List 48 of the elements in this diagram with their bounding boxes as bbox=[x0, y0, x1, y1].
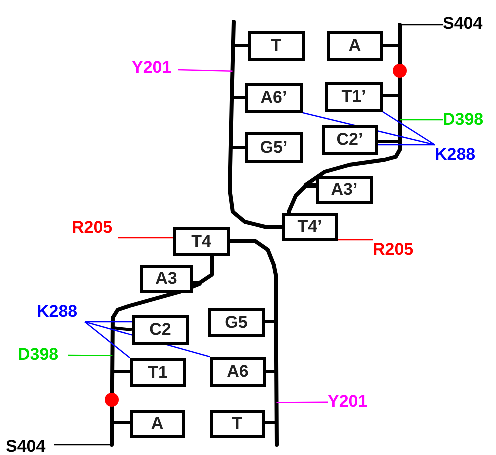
leader-line bbox=[118, 237, 173, 239]
base-box: T4 bbox=[173, 227, 230, 256]
base-box: A bbox=[327, 31, 383, 61]
base-box: T4’ bbox=[282, 213, 338, 241]
base-box: A bbox=[130, 410, 185, 438]
leader-line bbox=[400, 24, 443, 26]
residue-label: D398 bbox=[18, 345, 59, 365]
residue-label: K288 bbox=[435, 145, 476, 165]
residue-label: Y201 bbox=[328, 392, 368, 412]
strand-backbone bbox=[287, 184, 316, 214]
base-box: A6 bbox=[210, 357, 266, 387]
residue-label: R205 bbox=[72, 218, 113, 238]
strand-backbone bbox=[230, 239, 278, 276]
leader-line bbox=[54, 444, 112, 446]
leader-line bbox=[276, 402, 328, 404]
base-box: C2’ bbox=[322, 125, 378, 155]
base-box: C2 bbox=[132, 315, 189, 345]
residue-label: R205 bbox=[373, 240, 414, 260]
leader-line bbox=[378, 144, 435, 146]
dna-strand bbox=[110, 316, 132, 447]
leader-line bbox=[400, 119, 443, 121]
leader-line bbox=[338, 239, 373, 241]
strand-backbone bbox=[111, 282, 202, 320]
base-box: T1’ bbox=[325, 82, 383, 112]
residue-label: Y201 bbox=[132, 58, 172, 78]
leader-line bbox=[178, 69, 233, 72]
dna-strand bbox=[228, 20, 248, 192]
residue-label: K288 bbox=[37, 302, 78, 322]
strand-backbone bbox=[228, 190, 282, 229]
residue-label: D398 bbox=[443, 110, 484, 130]
base-box: A3 bbox=[140, 265, 193, 293]
residue-label: S404 bbox=[443, 14, 483, 34]
dna-strand bbox=[265, 273, 279, 447]
strand-backbone bbox=[193, 256, 214, 285]
base-box: A6’ bbox=[245, 83, 303, 113]
base-box: G5 bbox=[208, 308, 265, 337]
leader-line bbox=[382, 111, 436, 146]
dna-strand bbox=[378, 23, 402, 152]
residue-label: S404 bbox=[6, 437, 46, 455]
strand-backbone bbox=[304, 149, 402, 187]
leader-line bbox=[85, 321, 132, 323]
base-box: A3’ bbox=[316, 176, 373, 204]
base-box: T bbox=[210, 410, 265, 438]
base-box: G5’ bbox=[245, 132, 303, 163]
base-box: T1 bbox=[130, 358, 186, 387]
base-box: T bbox=[248, 31, 305, 61]
leader-line bbox=[68, 354, 113, 357]
leader-line bbox=[84, 322, 130, 358]
